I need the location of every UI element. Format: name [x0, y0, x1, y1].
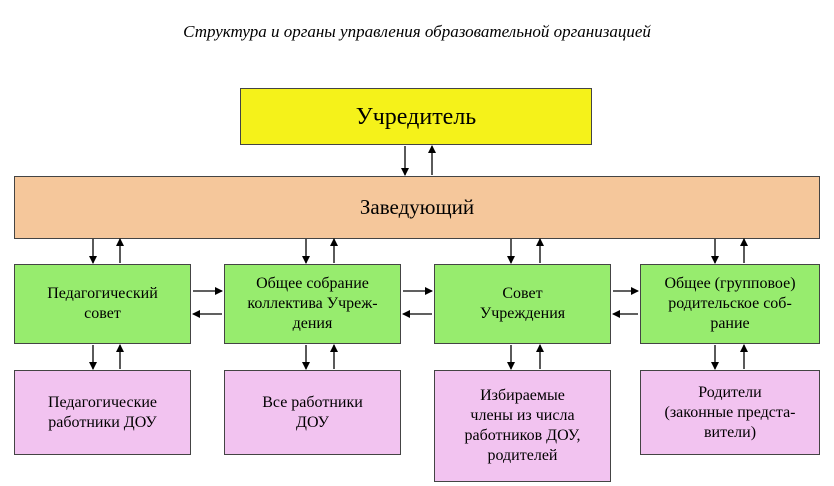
elected-members-line: родителей	[487, 447, 558, 464]
parents-line: вители)	[703, 423, 757, 441]
parents-line: Родители	[698, 383, 762, 401]
teachers-box: Педагогические работники ДОУ	[14, 370, 191, 455]
general-meeting-line: коллектива Учреж-	[247, 295, 378, 312]
general-meeting-box: Общее собрание коллектива Учреж- дения	[224, 264, 401, 344]
all-staff-line: ДОУ	[296, 413, 329, 431]
elected-members-line: Избираемые	[480, 387, 565, 404]
pedagogical-council-line: Педагогический	[47, 285, 158, 302]
parents-line: (законные предста-	[664, 403, 796, 421]
elected-members-line: члены из числа	[470, 407, 575, 424]
elected-members-box: Избираемые члены из числа работников ДОУ…	[434, 370, 611, 482]
parent-meeting-line: родительское соб-	[668, 295, 792, 312]
all-staff-box: Все работники ДОУ	[224, 370, 401, 455]
institution-council-line: Совет	[502, 285, 543, 302]
pedagogical-council-line: совет	[84, 305, 121, 322]
diagram-title: Структура и органы управления образовате…	[183, 22, 651, 41]
general-meeting-line: дения	[292, 315, 333, 332]
parent-meeting-line: рание	[710, 315, 750, 332]
all-staff-line: Все работники	[262, 393, 363, 411]
founder-box: Учредитель	[240, 88, 592, 145]
elected-members-line: работников ДОУ,	[464, 427, 581, 444]
teachers-line: работники ДОУ	[48, 413, 157, 431]
parent-meeting-line: Общее (групповое)	[664, 275, 796, 292]
teachers-line: Педагогические	[47, 393, 158, 411]
parent-meeting-box: Общее (групповое) родительское соб- рани…	[640, 264, 820, 344]
general-meeting-line: Общее собрание	[256, 275, 369, 292]
pedagogical-council-box: Педагогический совет	[14, 264, 191, 344]
head-label: Заведующий	[359, 195, 475, 220]
parents-box: Родители (законные предста- вители)	[640, 370, 820, 455]
institution-council-line: Учреждения	[479, 305, 566, 322]
founder-label: Учредитель	[355, 103, 477, 130]
institution-council-box: Совет Учреждения	[434, 264, 611, 344]
head-box: Заведующий	[14, 176, 820, 239]
